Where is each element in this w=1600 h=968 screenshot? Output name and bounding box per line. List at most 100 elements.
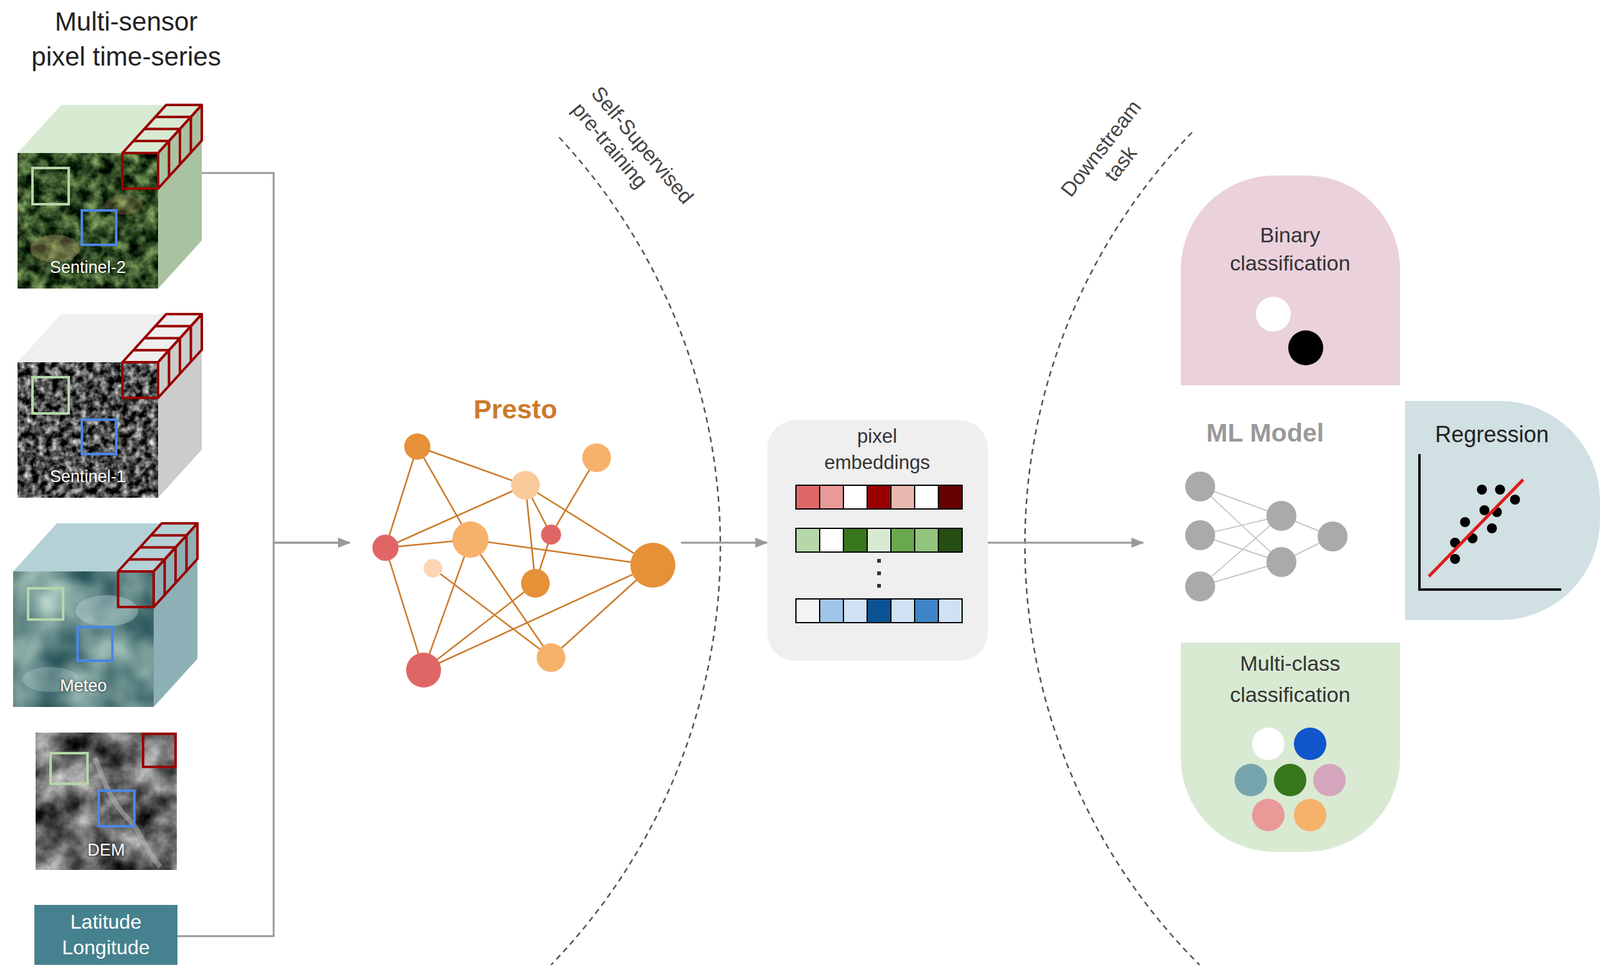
rect-shape [843,485,868,510]
dot-shape [582,443,612,473]
embedding-panel: pixel embeddings [767,420,988,661]
dot-shape [1185,471,1216,502]
sensor-cube: Sentinel-1 [17,314,202,498]
node-text: Sentinel-2 [17,258,159,278]
stage-label: Self-Supervised pre-training [566,81,702,229]
dot-shape [1266,547,1297,578]
line-shape [1200,516,1282,587]
elevation-map: DEM [35,732,177,871]
column-heading: Multi-sensor pixel time-series [27,4,225,75]
ml-model: ML Model [1143,406,1400,632]
shape-group [122,314,202,398]
rect-shape [877,559,881,563]
rect-shape [17,362,159,498]
dot-shape [1460,517,1471,528]
rect-shape [877,584,881,588]
dot-shape [1185,571,1216,602]
rect-shape [843,599,868,623]
node-text: pixel embeddings [808,423,946,477]
node-text: Sentinel-1 [17,467,159,487]
dot-shape [541,524,562,545]
model-network: Presto [349,387,681,694]
task-panel: Regression [1405,401,1600,621]
node-text: Multi-class classification [1208,647,1372,711]
node-text: Presto [349,393,681,425]
task-panel: Binary classification [1180,175,1401,386]
binary-dots [1180,175,1401,386]
rect-shape [938,485,963,510]
node-text: Latitude Longitude [43,909,169,961]
network-graphic [349,387,681,694]
line-shape [1428,479,1524,577]
dot-shape [1293,799,1327,832]
rect-shape [914,599,939,623]
label-holder: Multi-sensor pixel time-series [27,4,225,75]
line-shape [470,539,653,566]
rect-shape [13,571,154,708]
shape-group [118,523,198,608]
rect-shape [98,790,135,827]
coordinate-box: Latitude Longitude [34,905,178,966]
rect-shape [819,485,844,510]
dashed-boundary [551,137,721,966]
patch-shape [75,595,139,627]
dot-shape [1273,764,1307,797]
rect-shape [890,485,915,510]
rect-shape [819,528,844,553]
dot-shape [536,643,566,673]
rect-shape [867,485,891,510]
task-panel: Multi-class classification [1180,642,1401,853]
path-shape [1419,454,1562,590]
dot-shape [1288,330,1324,366]
label-holder: Downstream task [1048,131,1174,182]
connector-arrow [201,173,350,543]
rect-shape [890,599,915,623]
dot-shape [1317,521,1348,552]
dot-shape [1450,554,1461,565]
rect-shape [795,485,820,510]
dot-shape [404,433,431,460]
rect-shape [914,528,939,553]
rect-shape [81,419,117,455]
dot-shape [423,559,443,578]
patch-shape [104,194,143,215]
rect-shape [867,528,891,553]
rect-shape [795,599,820,623]
dashed-boundary [1025,132,1200,966]
dot-shape [1252,799,1285,832]
connector-arrow [987,542,1144,545]
node-text: Regression [1410,421,1574,449]
sensor-cube: Meteo [13,523,198,708]
dot-shape [1185,520,1216,551]
rect-shape [122,362,159,398]
label-holder: Self-Supervised pre-training [559,129,710,180]
rect-shape [50,753,88,785]
dot-shape [406,652,442,688]
dot-shape [1476,484,1487,495]
dot-shape [1486,523,1497,534]
line-shape [385,547,424,671]
rect-shape [867,599,891,623]
shape-group [1200,486,1333,587]
sensor-cube: Sentinel-2 [17,104,202,289]
rect-shape [890,528,915,553]
path-shape [133,116,192,177]
shape-group [1450,484,1521,565]
dot-shape [1495,484,1506,495]
node-text: Binary classification [1208,221,1372,278]
connector-arrow [680,542,768,545]
rect-shape [143,734,176,768]
line-shape [432,568,552,658]
dot-shape [452,521,489,558]
dot-shape [1313,764,1346,797]
rect-shape [28,588,64,620]
dot-shape [1234,764,1268,797]
node-text: DEM [35,840,177,861]
rect-shape [938,528,963,553]
line-shape [417,446,526,486]
rect-shape [819,599,844,623]
dot-shape [372,534,399,562]
dot-shape [1252,727,1285,761]
path-shape [133,326,192,387]
node-text: Meteo [13,676,154,696]
